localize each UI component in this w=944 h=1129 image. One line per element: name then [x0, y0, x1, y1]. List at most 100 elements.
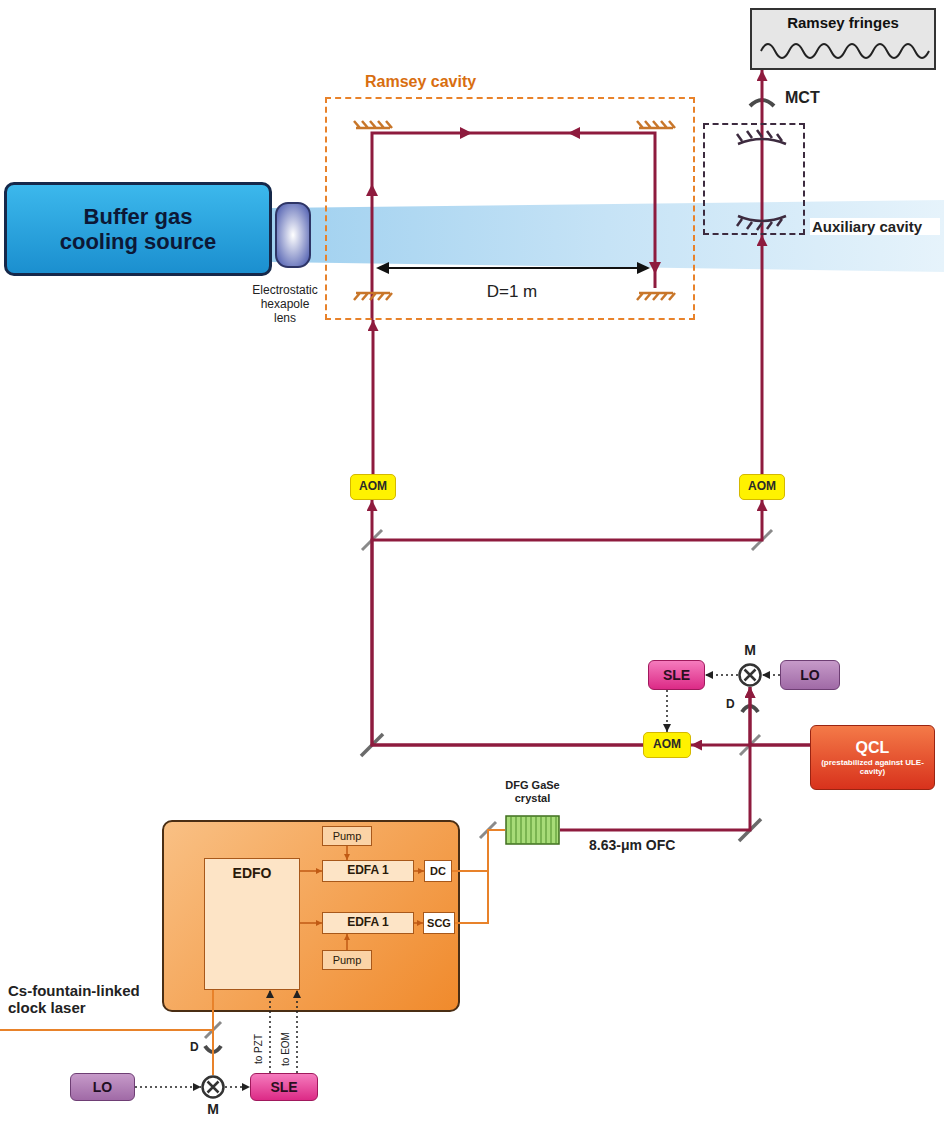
- mixer-shape: [201, 1075, 225, 1099]
- mixer-symbol: M: [201, 1075, 225, 1099]
- servo-box: SLE: [648, 660, 705, 690]
- cavity-mirror: [354, 121, 392, 128]
- hexapole-lens: [276, 203, 310, 267]
- node-text: EDFA 1: [347, 864, 389, 878]
- dimension-arrow: [376, 262, 389, 274]
- beam-connector: [762, 674, 780, 676]
- beam-connector: [296, 990, 298, 1073]
- part-label: Electrostatic hexapole lens: [250, 284, 320, 325]
- beam-connector: [761, 70, 764, 123]
- node-text: EDFA 1: [347, 916, 389, 930]
- oscillator-box: LO: [70, 1073, 135, 1101]
- dimension-label: D=1 m: [487, 282, 538, 302]
- heading-text: M: [730, 642, 770, 658]
- node-text: Buffer gas cooling source: [48, 204, 228, 255]
- edge-label: to PZT: [253, 1033, 265, 1065]
- beam-connector: [300, 922, 322, 924]
- edge-label: to EOM: [280, 1031, 292, 1067]
- crystal: DFG GaSe crystal: [505, 815, 560, 845]
- beam-arrow: [649, 262, 661, 274]
- node-text: SCG: [427, 917, 451, 930]
- heading-text: Auxiliary cavity: [810, 218, 940, 235]
- beam-connector: [761, 235, 764, 474]
- node-text: Pump: [333, 954, 362, 967]
- dimension-arrow: [637, 262, 650, 274]
- pump-box: Pump: [322, 950, 372, 970]
- mixer-circle: [203, 1077, 224, 1098]
- beam-connector: [705, 674, 738, 676]
- crystal-body: [506, 816, 559, 844]
- servo-box: SLE: [250, 1073, 318, 1101]
- cavity-beam: [372, 133, 655, 320]
- beam-connector: [372, 500, 762, 745]
- beam-connector: [135, 1086, 201, 1088]
- modulator-box: AOM: [739, 474, 785, 500]
- beam-connector: [455, 830, 505, 923]
- node-text: DC: [430, 865, 446, 878]
- laser-box: QCL(prestabilized against ULE-cavity): [810, 725, 935, 790]
- fringe-waveform: [756, 36, 932, 66]
- mixer-symbol: M: [738, 663, 762, 687]
- modulator-box: AOM: [350, 474, 396, 500]
- beam-arrow: [568, 127, 580, 139]
- cavity-mirror: [354, 293, 392, 300]
- node-text: SLE: [270, 1079, 297, 1095]
- beam-connector: [372, 500, 643, 745]
- source-label: Cs-fountain-linked clock laser: [8, 982, 168, 1017]
- node-text: LO: [800, 667, 819, 683]
- node-text: Ramsey fringes: [787, 14, 899, 31]
- beam-connector: [452, 830, 505, 871]
- detector-label: D: [726, 698, 735, 712]
- modulator-box: AOM: [643, 732, 691, 758]
- curved-mirror: [737, 216, 786, 230]
- node-text: QCL: [856, 739, 890, 757]
- beam-connector: [666, 690, 668, 732]
- clock-laser-beam: [0, 1029, 213, 1031]
- oscillator-box: LO: [780, 660, 840, 690]
- cavity-mirror: [637, 121, 675, 128]
- source-box: Buffer gas cooling source: [4, 182, 272, 276]
- heading-text: Ramsey cavity: [365, 73, 515, 91]
- node-text: AOM: [359, 480, 387, 494]
- beam-connector: [346, 934, 348, 950]
- beam-connector: [560, 687, 750, 830]
- mixer-shape: [738, 663, 762, 687]
- detector-label: D: [190, 1041, 199, 1055]
- beam-connector: [750, 687, 810, 745]
- beam-connector: [269, 990, 271, 1073]
- fringe-curve: [761, 44, 929, 58]
- node-text: AOM: [653, 738, 681, 752]
- heading-text: DFG GaSe crystal: [493, 779, 572, 804]
- mixer-cross: [208, 1082, 219, 1093]
- node-text: EDFO: [233, 865, 272, 881]
- cavity-frame: Auxiliary cavity: [703, 123, 805, 235]
- beam-connector: [414, 870, 424, 872]
- cavity-mirror: [637, 293, 675, 300]
- mixer-cross: [745, 670, 756, 681]
- node-text: (prestabilized against ULE-cavity): [818, 758, 928, 776]
- beam-connector: [414, 922, 423, 924]
- heading-text: M: [193, 1101, 233, 1117]
- comb-housing: PumpEDFOEDFA 1DCEDFA 1SCGPump: [162, 820, 460, 1012]
- node-text: LO: [93, 1079, 112, 1095]
- node-text: SLE: [663, 667, 690, 683]
- beam-connector: [300, 870, 322, 872]
- amplifier-box: EDFA 1: [322, 860, 414, 882]
- beam-connector: [346, 846, 348, 860]
- curved-mirror: [737, 130, 786, 144]
- beam-connector: [225, 1086, 250, 1088]
- module-box: SCG: [423, 912, 455, 934]
- beam-connector: [212, 990, 214, 1075]
- detector-label: MCT: [785, 89, 820, 107]
- crystal-stripes: [511, 816, 556, 844]
- beam-arrow: [366, 184, 378, 196]
- module-box: DC: [424, 860, 452, 882]
- edge-label: 8.63-μm OFC: [588, 837, 676, 853]
- amplifier-box: EDFA 1: [322, 912, 414, 934]
- beam-arrow: [460, 127, 472, 139]
- oscillator-box: EDFO: [204, 858, 300, 990]
